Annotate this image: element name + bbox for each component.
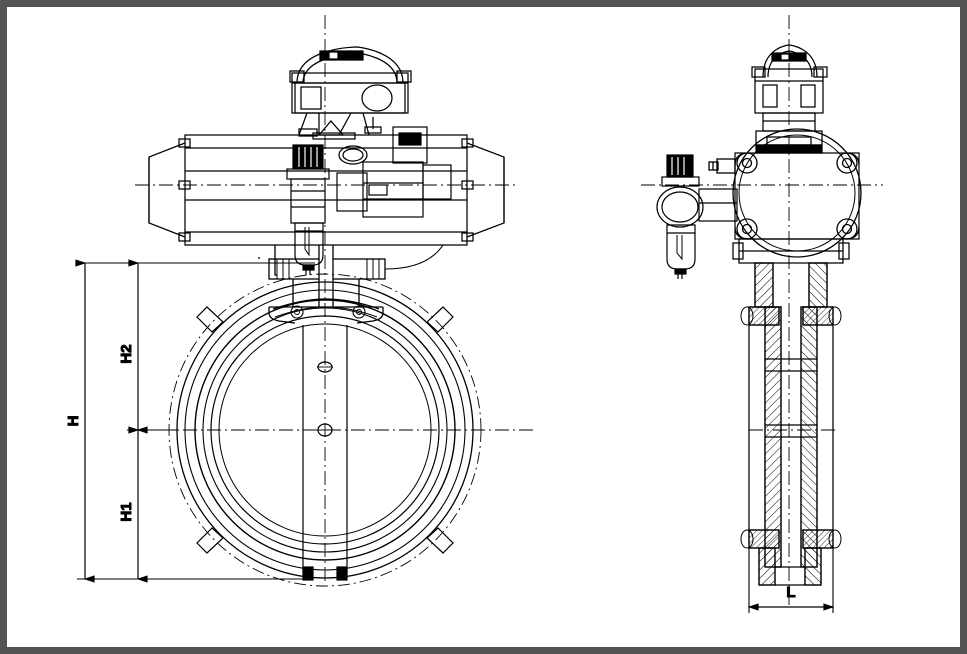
filter-regulator bbox=[286, 144, 330, 275]
drawing-canvas: H H2 H1 bbox=[7, 7, 960, 647]
limit-switch-box bbox=[289, 46, 412, 140]
dimension-L-extension-lines bbox=[748, 548, 834, 613]
valve-bottom-cap bbox=[302, 535, 348, 581]
seat-retainer-top bbox=[740, 306, 842, 326]
seat-retainer-bottom bbox=[740, 529, 842, 549]
mounting-bracket-side bbox=[732, 238, 850, 264]
dimension-label-H2: H2 bbox=[118, 344, 135, 363]
limit-switch-box-side bbox=[751, 44, 828, 154]
pneumatic-actuator bbox=[148, 134, 505, 246]
dimension-label-H1: H1 bbox=[118, 502, 135, 521]
solenoid-valve bbox=[336, 126, 452, 218]
valve-body bbox=[168, 273, 482, 587]
valve-neck bbox=[268, 298, 384, 324]
mounting-bracket bbox=[258, 244, 444, 307]
cad-drawing: H H2 H1 bbox=[65, 15, 883, 613]
filter-regulator-side bbox=[656, 154, 738, 279]
dimension-label-L: L bbox=[786, 584, 795, 601]
dimension-label-H: H bbox=[65, 416, 82, 427]
valve-body-section bbox=[740, 262, 842, 586]
valve-disc bbox=[302, 325, 348, 535]
lug-tab bbox=[196, 306, 454, 554]
